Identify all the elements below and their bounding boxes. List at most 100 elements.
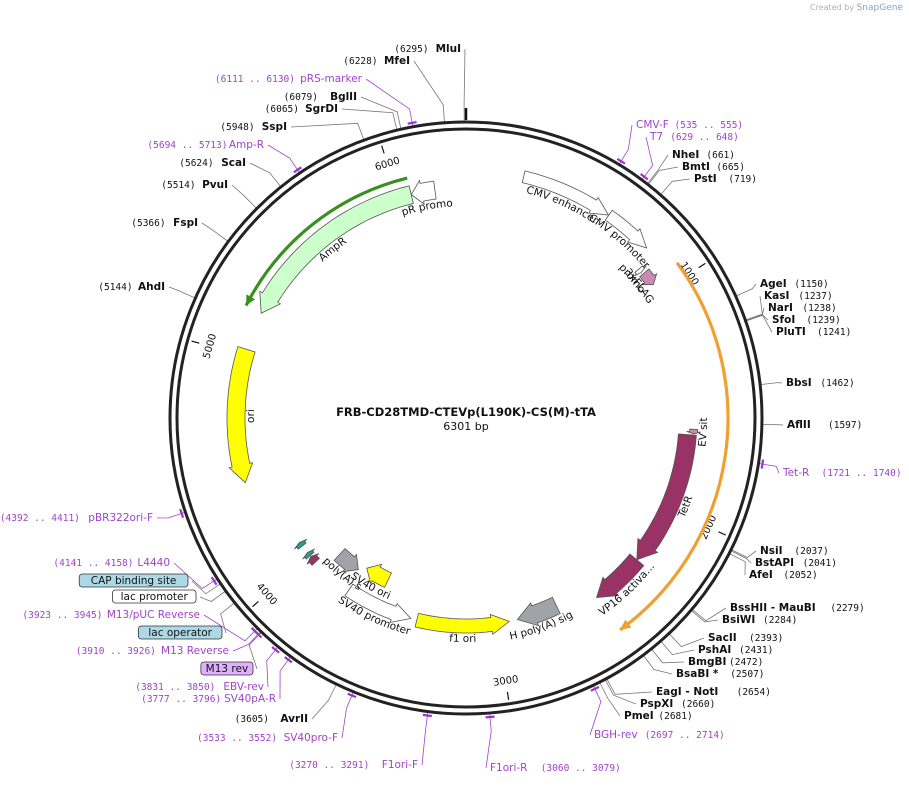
scale-tick-4000 bbox=[252, 600, 259, 608]
label-bmti: BmtI(665) bbox=[682, 161, 745, 173]
label-bglii-name: BglII bbox=[330, 91, 357, 103]
label-bgh-rev-leader bbox=[589, 686, 602, 736]
label-nari: NarI(1238) bbox=[768, 302, 837, 314]
label-ebv-rev-primer-mark bbox=[271, 646, 280, 654]
label-amp-r-position: (5694 .. 5713) bbox=[147, 140, 227, 151]
label-ebv-rev-position: (3831 .. 3850) bbox=[135, 682, 215, 693]
label-bmti-leader bbox=[648, 166, 679, 185]
label-m13-reverse-name: M13 Reverse bbox=[161, 645, 229, 657]
label-mfei: MfeI(6228) bbox=[343, 55, 410, 67]
label-m13-puc-reverse-position: (3923 .. 3945) bbox=[22, 610, 102, 621]
orf-arrowhead-1 bbox=[620, 619, 632, 630]
label-l4440-leader bbox=[173, 562, 217, 590]
label-bstapi-leader bbox=[731, 550, 752, 564]
feature-ori-label-text: ori bbox=[245, 409, 257, 423]
label-bstapi: BstAPI (2041) bbox=[755, 557, 837, 569]
label-pmei-leader bbox=[599, 682, 621, 717]
snapgene-logo: SnapGene bbox=[856, 3, 903, 13]
label-prs-marker-name: pRS-marker bbox=[300, 73, 363, 85]
label-afei: AfeI(2052) bbox=[749, 569, 818, 581]
label-sv40pro-f-leader bbox=[341, 692, 354, 739]
scale-tick-3000 bbox=[506, 691, 510, 700]
label-bsiwi-leader bbox=[691, 610, 719, 623]
label-fspi: FspI(5366) bbox=[131, 217, 198, 229]
label-nsii: NsiI(2037) bbox=[760, 545, 829, 557]
label-nsii-position: (2037) bbox=[794, 546, 828, 557]
label-sacii-position: (2393) bbox=[749, 633, 783, 644]
label-sacii: SacII(2393) bbox=[708, 632, 783, 644]
label-aflii: AflII(1597) bbox=[787, 419, 862, 431]
label-bmgbi-position: (2472) bbox=[729, 657, 763, 668]
label-bsshii-maubi-name: BssHII - MauBI bbox=[730, 602, 816, 614]
label-scai-position: (5624) bbox=[179, 158, 213, 169]
label-lac-promoter: lac promoter bbox=[112, 589, 197, 604]
label-sspi-position: (5948) bbox=[220, 122, 254, 133]
label-sfoi-name: SfoI bbox=[772, 314, 795, 326]
label-bsiwi-name: BsiWI bbox=[722, 614, 755, 626]
label-fspi-name: FspI bbox=[173, 217, 198, 229]
label-pshai-position: (2431) bbox=[739, 645, 773, 656]
plasmid-length: 6301 bp bbox=[443, 420, 488, 433]
orf-arcs bbox=[244, 176, 730, 632]
label-lac-operator-leader bbox=[220, 602, 235, 634]
label-pbr322ori-f-position: (4392 .. 4411) bbox=[0, 513, 80, 524]
label-pbr322ori-f: pBR322ori-F(4392 .. 4411) bbox=[0, 512, 153, 524]
label-bgh-rev-name: BGH-rev bbox=[594, 729, 638, 741]
label-pvui-name: PvuI bbox=[202, 179, 228, 191]
label-pmei-name: PmeI bbox=[624, 710, 654, 722]
label-sspi-leader bbox=[290, 122, 364, 140]
backbone-outer-strand bbox=[168, 120, 764, 716]
feature-f1-ori-label-text: f1 ori bbox=[449, 632, 477, 645]
label-bglii: BglII(6079) bbox=[284, 91, 357, 103]
scale-tick-2000 bbox=[718, 531, 727, 536]
label-bsabi: BsaBI *(2507) bbox=[676, 668, 765, 680]
label-sgrdi-position: (6065) bbox=[265, 104, 299, 115]
feature-ori-label: ori bbox=[245, 409, 257, 423]
label-aflii-leader bbox=[762, 424, 784, 426]
feature-marker-13 bbox=[306, 553, 321, 566]
label-bmgbi-leader bbox=[651, 649, 685, 664]
feature-cmv-promoter bbox=[604, 209, 648, 249]
label-tet-r-leader bbox=[759, 463, 780, 474]
label-pbr322ori-f-primer-mark bbox=[179, 508, 185, 519]
label-f1ori-f-leader bbox=[421, 712, 429, 766]
feature-f1-ori bbox=[414, 612, 511, 636]
feature-marker-15 bbox=[293, 538, 308, 550]
label-ahdi-position: (5144) bbox=[98, 282, 132, 293]
label-mlui: MluI(6295) bbox=[394, 43, 461, 55]
label-mlui-leader bbox=[463, 48, 466, 122]
label-bstapi-position: (2041) bbox=[803, 558, 837, 569]
label-f1ori-r-name: F1ori-R bbox=[490, 762, 527, 774]
label-f1ori-r-position: (3060 .. 3079) bbox=[541, 763, 621, 774]
label-sv40pa-r: SV40pA-R(3777 .. 3796) bbox=[141, 693, 276, 705]
label-bgh-rev-primer-mark bbox=[590, 685, 600, 692]
scale-tick-5000 bbox=[191, 340, 200, 344]
label-nari-name: NarI bbox=[768, 302, 793, 314]
label-f1ori-f-position: (3270 .. 3291) bbox=[289, 760, 369, 771]
label-pluti-name: PluTI bbox=[776, 326, 806, 338]
label-pmei: PmeI(2681) bbox=[624, 710, 693, 722]
label-sv40pa-r-primer-mark bbox=[284, 656, 293, 664]
label-bstapi-name: BstAPI bbox=[755, 557, 794, 569]
scale-label-5000: 5000 bbox=[202, 333, 219, 360]
label-sv40pa-r-leader bbox=[279, 657, 291, 700]
label-mlui-position: (6295) bbox=[394, 44, 428, 55]
label-cap-binding-site-box bbox=[78, 573, 189, 588]
feature-tev-site bbox=[686, 428, 701, 435]
label-avrii: AvrII(3605) bbox=[235, 713, 308, 725]
label-amp-r-primer-mark bbox=[293, 166, 302, 174]
label-l4440: L4440(4141 .. 4158) bbox=[53, 557, 170, 569]
label-bsabi-position: (2507) bbox=[730, 669, 764, 680]
label-f1ori-f-name: F1ori-F bbox=[382, 759, 418, 771]
label-psti: PstI(719) bbox=[694, 173, 757, 185]
label-afei-leader bbox=[729, 553, 746, 576]
label-nsii-leader bbox=[731, 549, 757, 558]
feature-marker-14 bbox=[302, 548, 315, 560]
feature-bgh-poly-a-signal bbox=[516, 596, 561, 627]
label-eagi-noti-name: EagI - NotI bbox=[656, 686, 718, 698]
label-sv40pro-f-name: SV40pro-F bbox=[284, 732, 338, 744]
label-sfoi-position: (1239) bbox=[806, 315, 840, 326]
scale-tick-1000 bbox=[698, 262, 706, 269]
label-lac-operator-name: lac operator bbox=[148, 627, 212, 639]
